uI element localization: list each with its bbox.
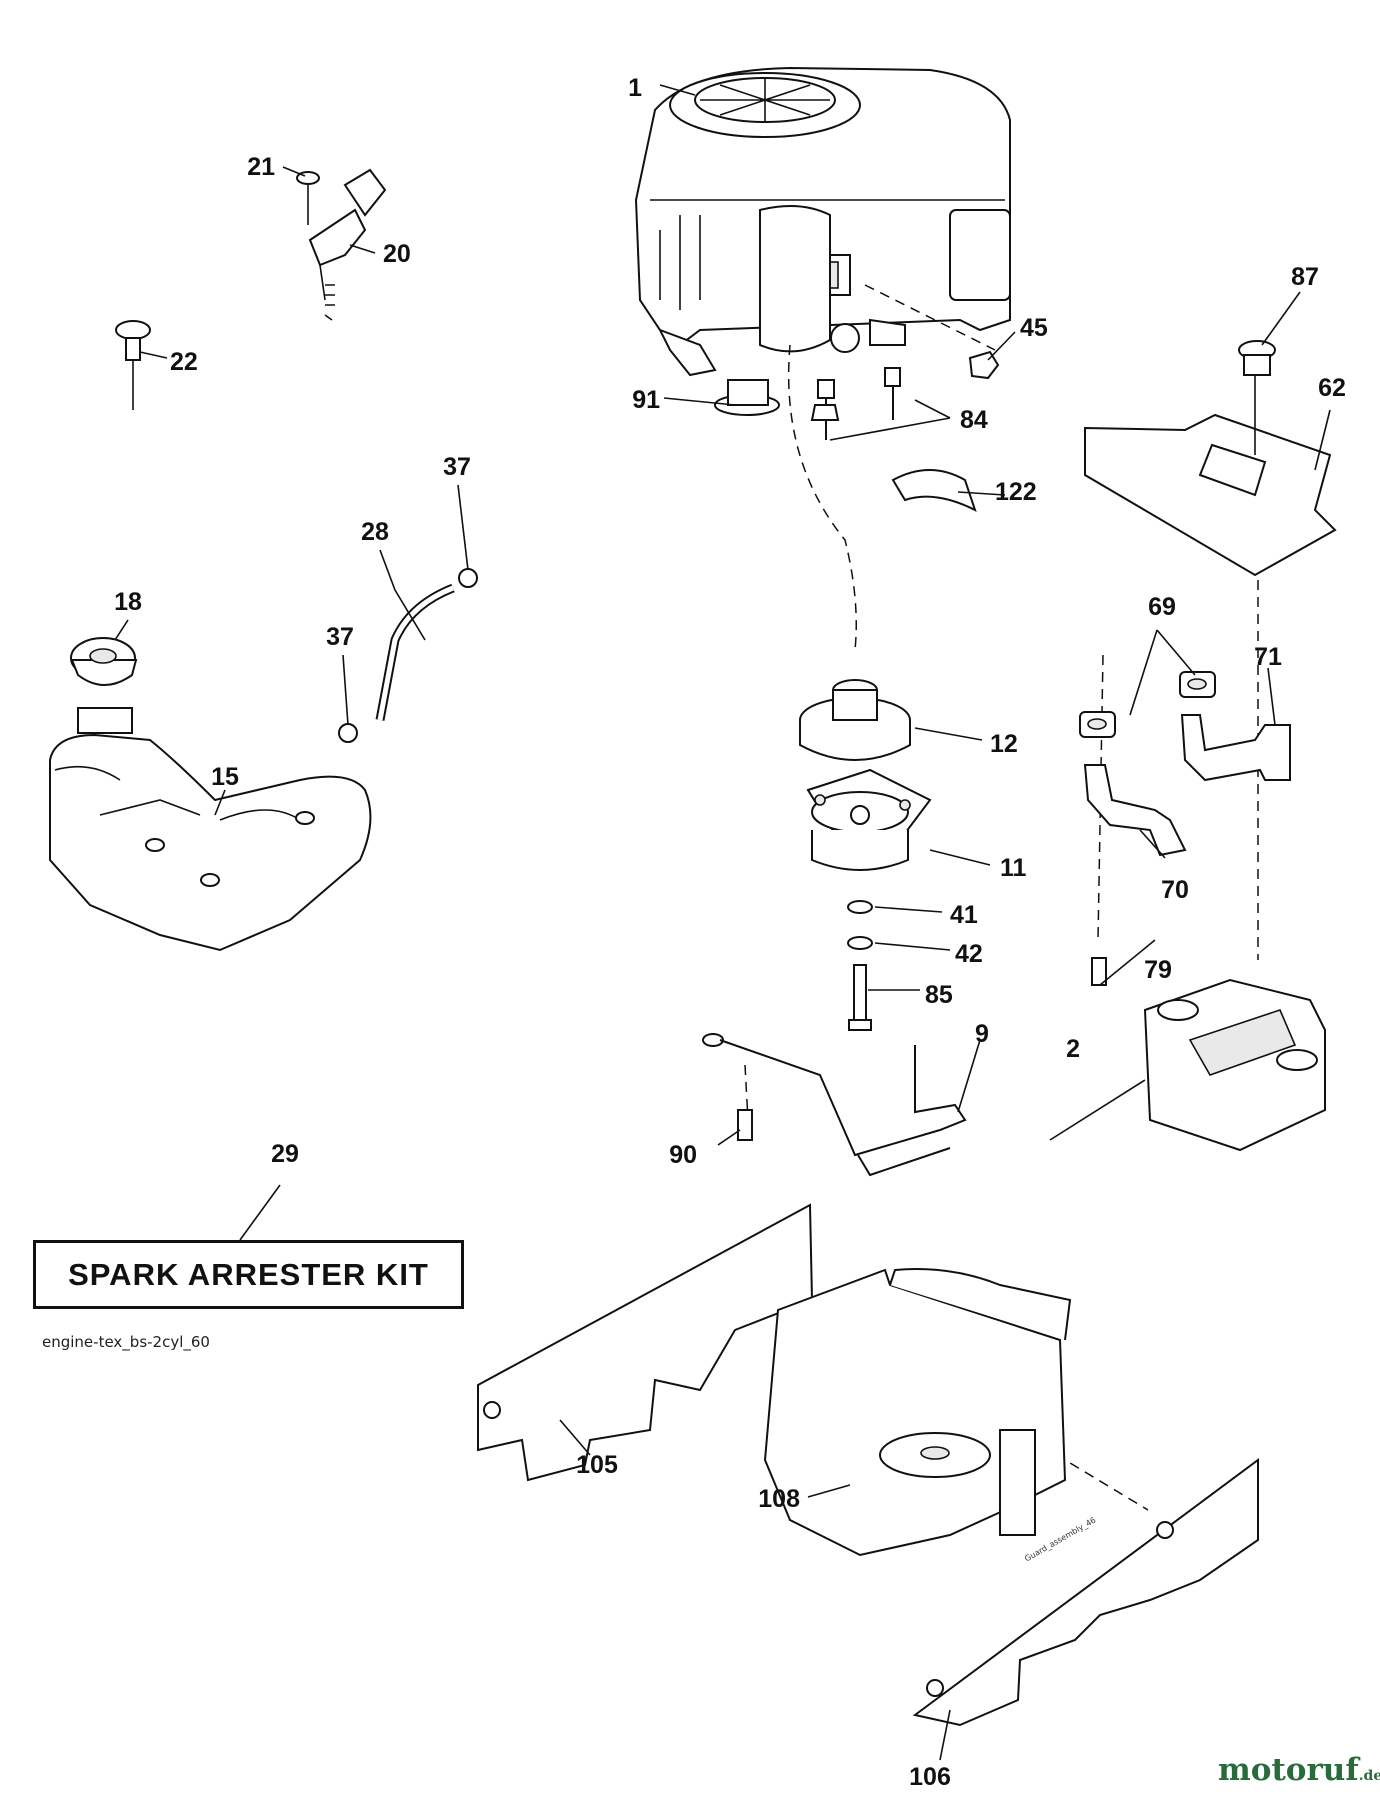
callout-45: 45: [1020, 314, 1048, 342]
callout-71: 71: [1254, 643, 1282, 671]
callout-79: 79: [1144, 956, 1172, 984]
callout-22: 22: [170, 348, 198, 376]
right-guard-part: [912, 1458, 1259, 1727]
diagram-file-label: engine-tex_bs-2cyl_60: [42, 1333, 210, 1351]
pulley-part: [799, 679, 911, 761]
callout-87: 87: [1291, 263, 1319, 291]
callout-37-bottom: 37: [326, 623, 354, 651]
throttle-control-part: [296, 168, 387, 321]
bracket-part: [702, 1033, 967, 1177]
callout-106: 106: [909, 1763, 951, 1791]
fasteners-part: [714, 350, 1000, 512]
electric-clutch-part: [806, 768, 932, 871]
callout-37-top: 37: [443, 453, 471, 481]
leader-lines: [114, 84, 1331, 1761]
callout-11: 11: [1000, 854, 1027, 882]
callout-18: 18: [114, 588, 142, 616]
engine-part: [634, 66, 1011, 377]
callout-69: 69: [1148, 593, 1176, 621]
callout-42: 42: [955, 940, 983, 968]
callout-85: 85: [925, 981, 953, 1009]
callout-21: 21: [247, 153, 275, 181]
watermark-suffix: .de: [1358, 1768, 1380, 1784]
muffler-part: [1143, 978, 1326, 1152]
callout-62: 62: [1318, 374, 1346, 402]
watermark-logo: motoruf.de: [1218, 1752, 1380, 1788]
callout-70: 70: [1161, 876, 1189, 904]
callout-108: 108: [758, 1485, 800, 1513]
callout-29: 29: [271, 1140, 299, 1168]
callout-numbers: 1 2 9 11 12 15 18 20 21 22 28 29 37 37 4…: [114, 74, 1346, 1791]
heat-shield-part: [1084, 340, 1337, 577]
callout-12: 12: [990, 730, 1018, 758]
callout-41: 41: [950, 901, 978, 929]
callout-2: 2: [1066, 1035, 1080, 1063]
watermark-main: motoruf: [1218, 1752, 1359, 1788]
callout-1: 1: [628, 74, 642, 102]
fuel-tank-part: [49, 637, 372, 952]
washers-part: [847, 900, 873, 1031]
callout-15: 15: [211, 763, 239, 791]
callout-9: 9: [975, 1020, 989, 1048]
callout-20: 20: [383, 240, 411, 268]
callout-91: 91: [632, 386, 660, 414]
center-guard-part: [763, 1268, 1072, 1557]
plug-part: [115, 320, 151, 410]
callout-105: 105: [576, 1451, 618, 1479]
left-guard-part: [477, 1203, 814, 1482]
fuel-line-part: [338, 568, 478, 743]
spark-arrester-kit-label: SPARK ARRESTER KIT: [33, 1240, 464, 1309]
exhaust-part: [1079, 671, 1291, 986]
callout-122: 122: [995, 478, 1037, 506]
callout-90: 90: [669, 1141, 697, 1169]
callout-28: 28: [361, 518, 389, 546]
callout-84: 84: [960, 406, 988, 434]
